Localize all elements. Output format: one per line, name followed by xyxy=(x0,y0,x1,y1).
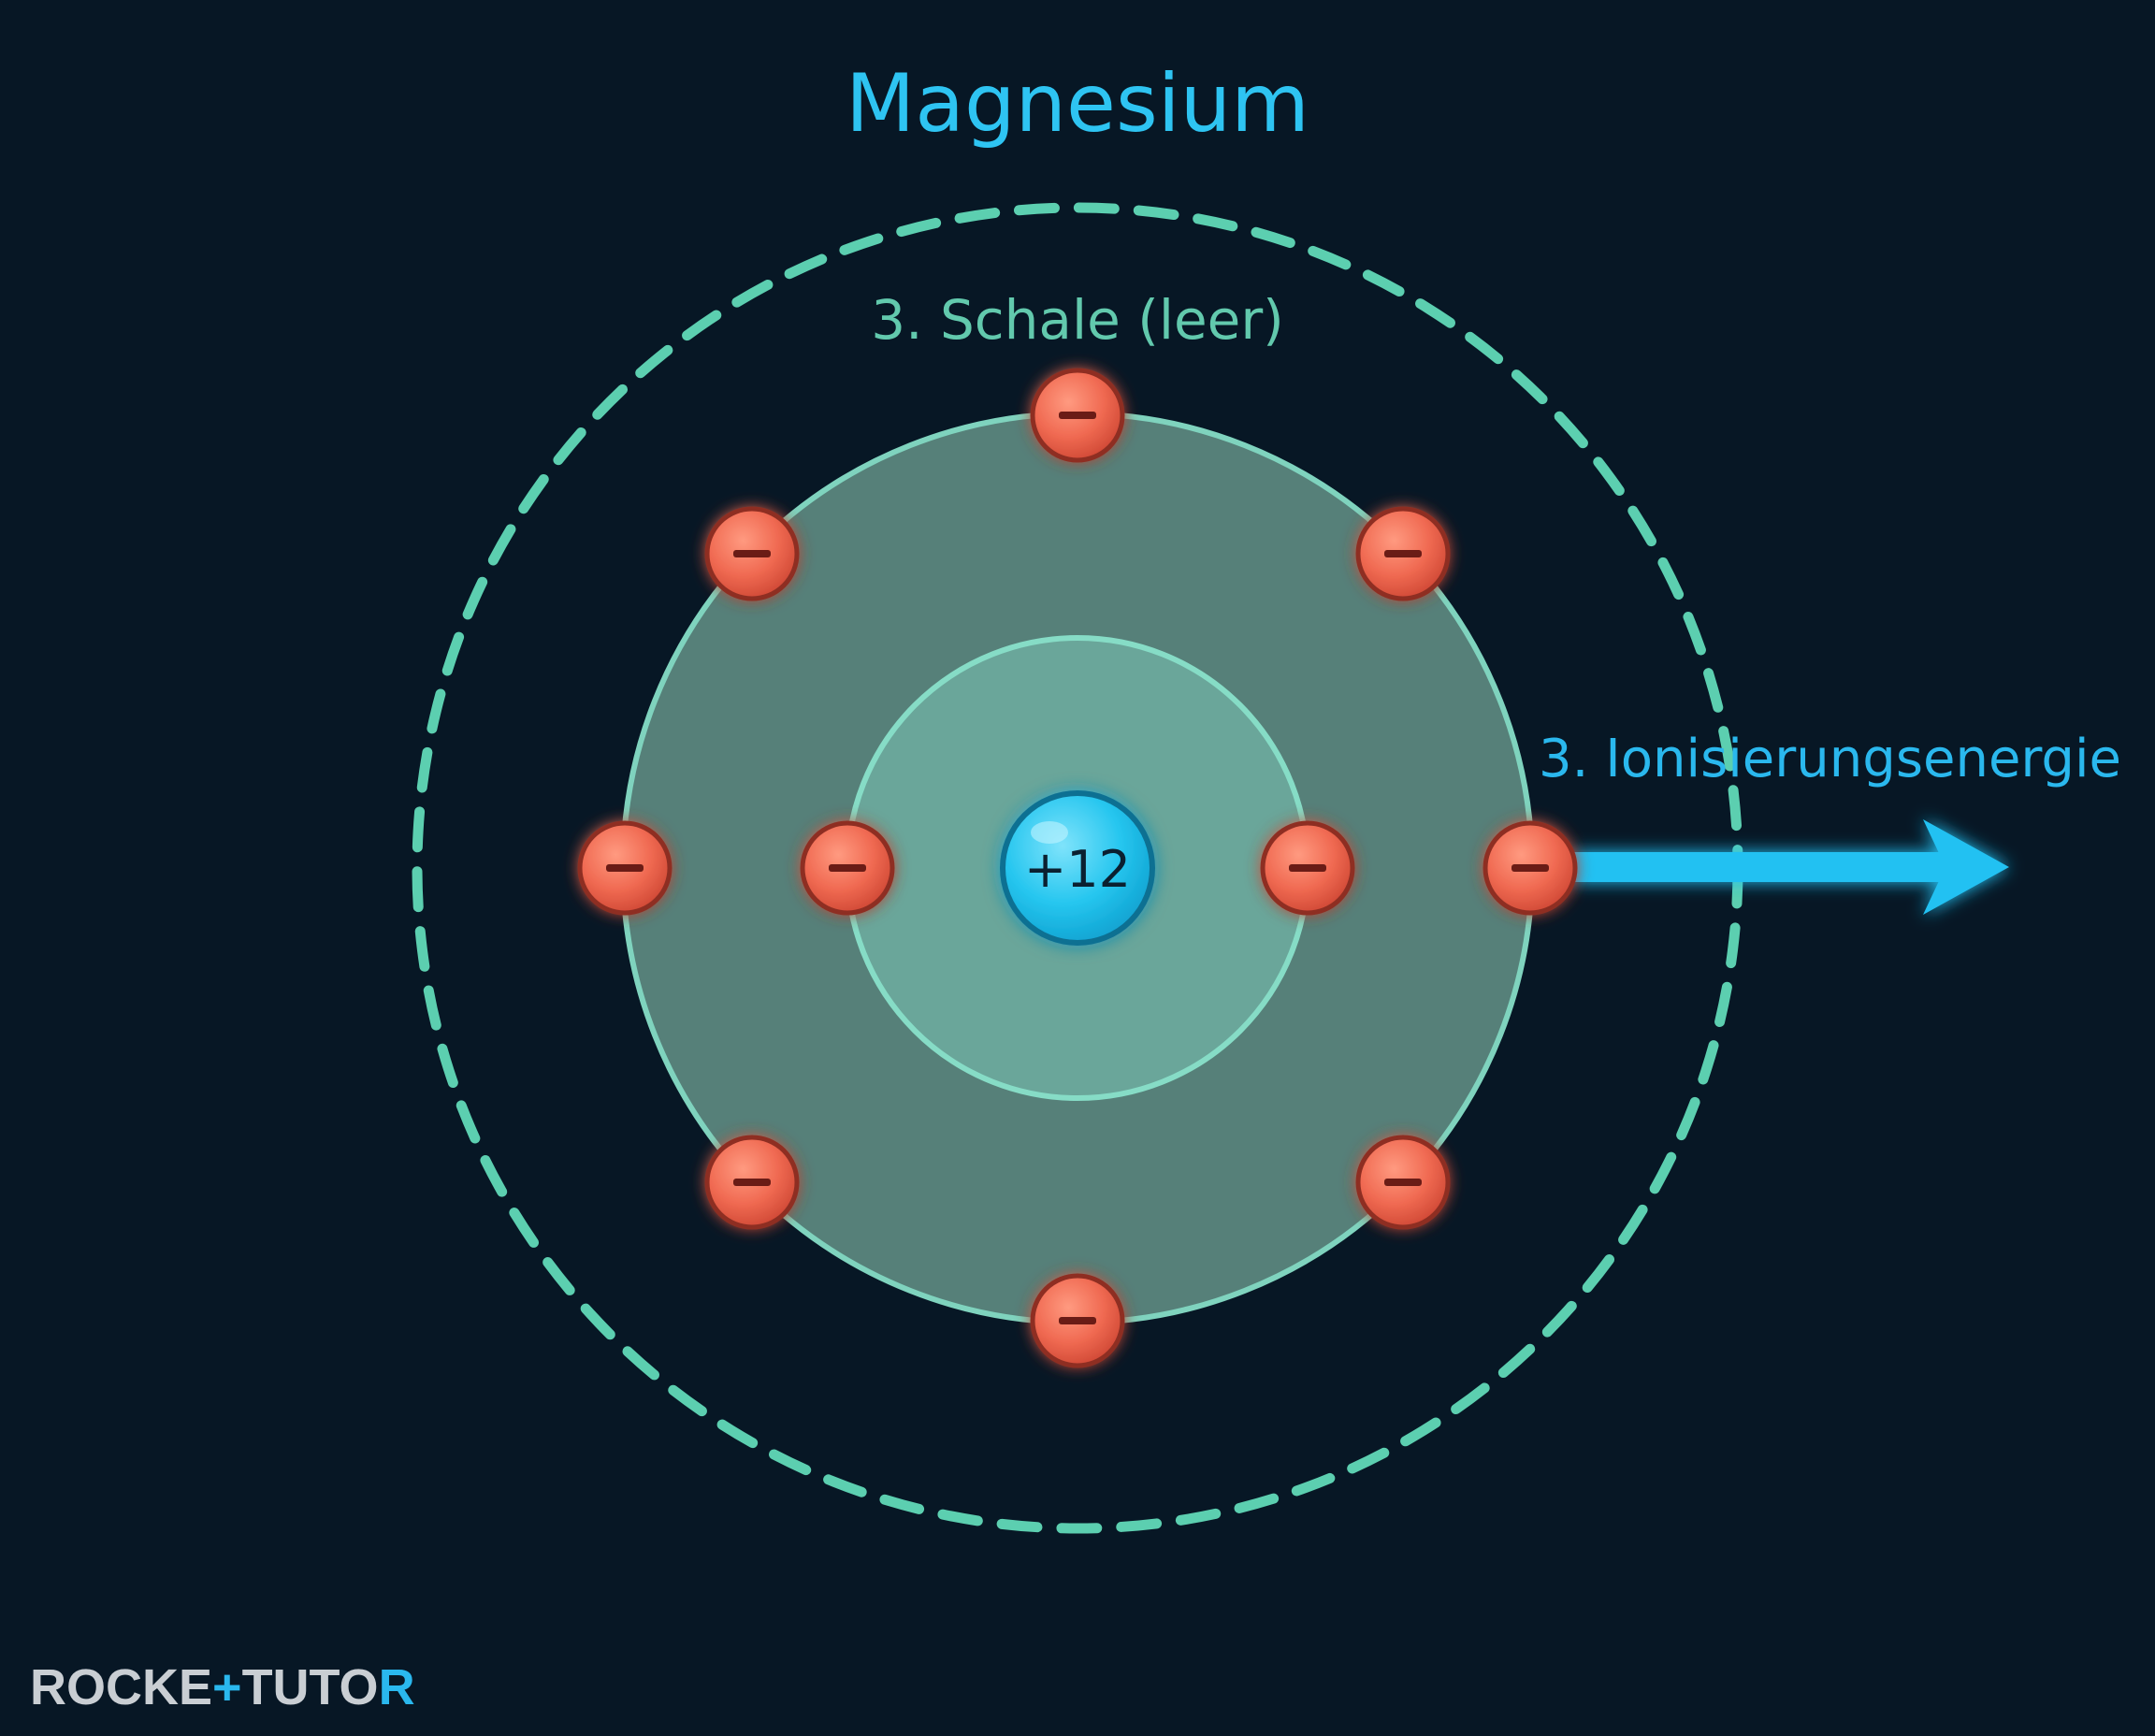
electron xyxy=(1260,820,1355,916)
electron xyxy=(1482,820,1578,916)
rocketutor-logo: ROCKE+TUTOR xyxy=(30,1659,415,1715)
nucleus xyxy=(1000,790,1155,946)
diagram-title: Magnesium xyxy=(846,57,1309,151)
ionization-energy-label: 3. Ionisierungsenergie xyxy=(1539,729,2121,789)
electron xyxy=(577,820,673,916)
electron xyxy=(800,820,895,916)
ionization-arrow xyxy=(1571,819,2009,915)
shell-3-label: 3. Schale (leer) xyxy=(871,288,1284,352)
electron xyxy=(704,1135,800,1230)
electron xyxy=(1030,1273,1125,1368)
svg-text:ROCKE+TUTOR: ROCKE+TUTOR xyxy=(30,1659,415,1715)
nucleus-charge-label: +12 xyxy=(1024,840,1131,899)
electron xyxy=(1030,368,1125,463)
electron xyxy=(704,506,800,601)
electron xyxy=(1355,1135,1451,1230)
electron xyxy=(1355,506,1451,601)
